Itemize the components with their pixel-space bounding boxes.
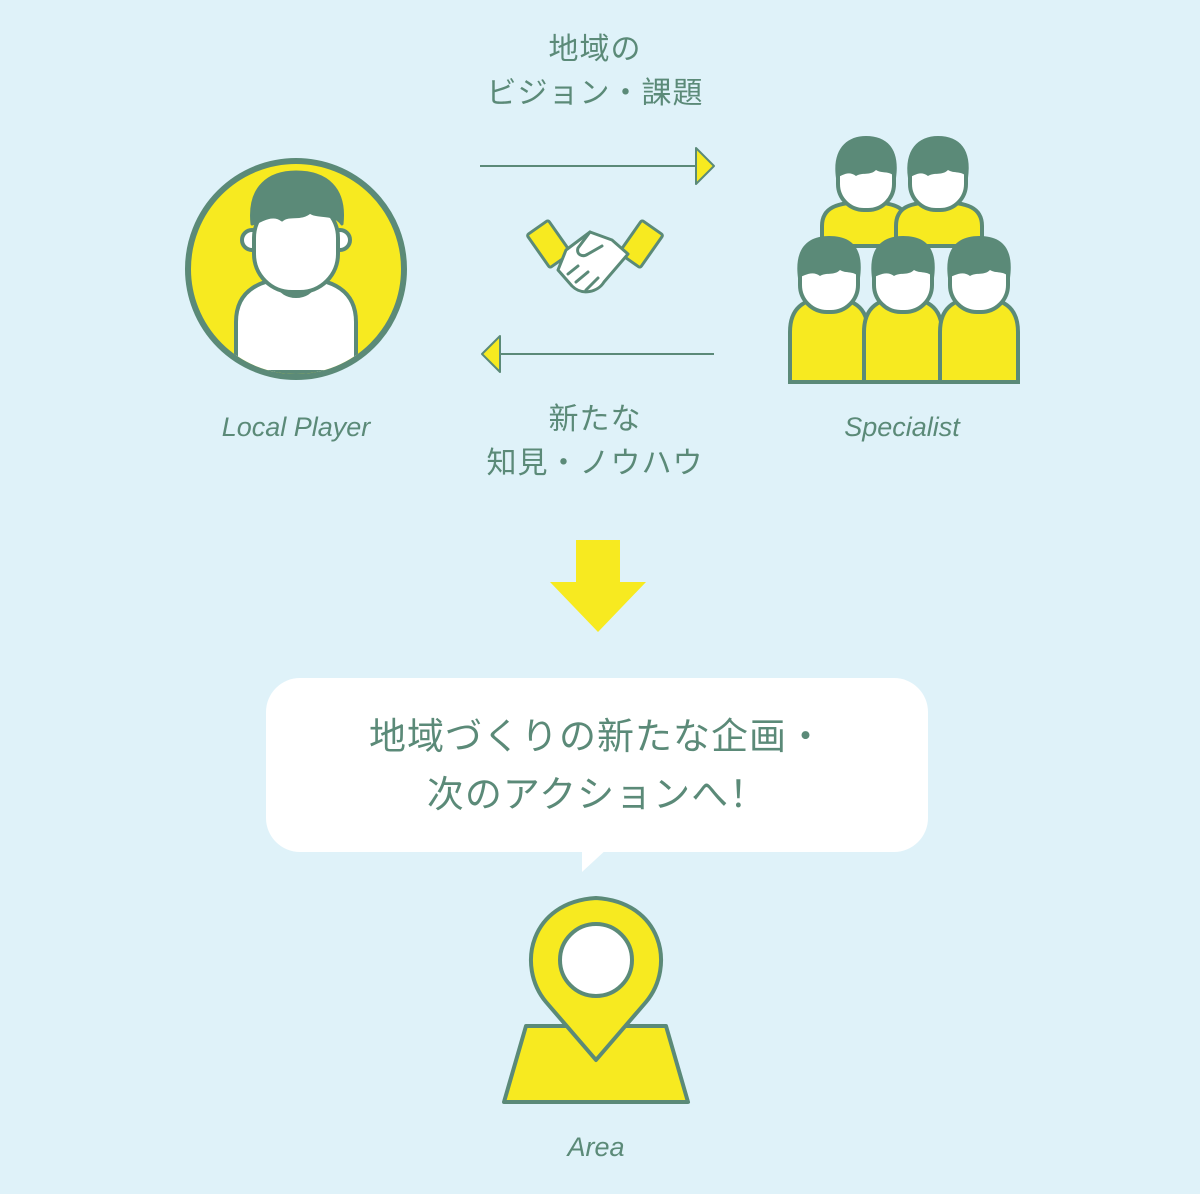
group-icon <box>788 136 1020 384</box>
specialist-label: Specialist <box>844 412 960 442</box>
arrow-bottom-caption-line1: 新たな <box>548 402 642 437</box>
outcome-message-line1: 地域づくりの新たな企画・ <box>369 715 825 758</box>
arrow-right <box>480 147 715 185</box>
handshake-icon <box>526 219 664 294</box>
arrow-top-caption: 地域の ビジョン・課題 <box>440 28 750 116</box>
arrow-bottom-caption: 新たな 知見・ノウハウ <box>440 398 750 486</box>
specialist-person-front-right <box>938 236 1020 384</box>
specialist-person-front-center <box>862 236 944 384</box>
speech-bubble <box>266 678 928 872</box>
outcome-message: 地域づくりの新たな企画・ 次のアクションへ！ <box>270 708 924 824</box>
arrow-left <box>481 335 714 373</box>
arrow-top-caption-line2: ビジョン・課題 <box>486 76 704 111</box>
map-pin-icon <box>502 896 690 1104</box>
area-label: Area <box>567 1132 625 1162</box>
outcome-message-line2: 次のアクションへ！ <box>426 773 768 816</box>
specialist-person-front-left <box>788 236 870 384</box>
arrow-top-caption-line1: 地域の <box>548 32 642 67</box>
local-player-label: Local Player <box>221 412 371 442</box>
arrow-bottom-caption-line2: 知見・ノウハウ <box>486 446 704 481</box>
specialist-person-back-right <box>894 136 984 248</box>
person-icon <box>185 158 407 380</box>
down-arrow-icon <box>550 540 646 632</box>
specialist-person-back-left <box>820 136 910 248</box>
